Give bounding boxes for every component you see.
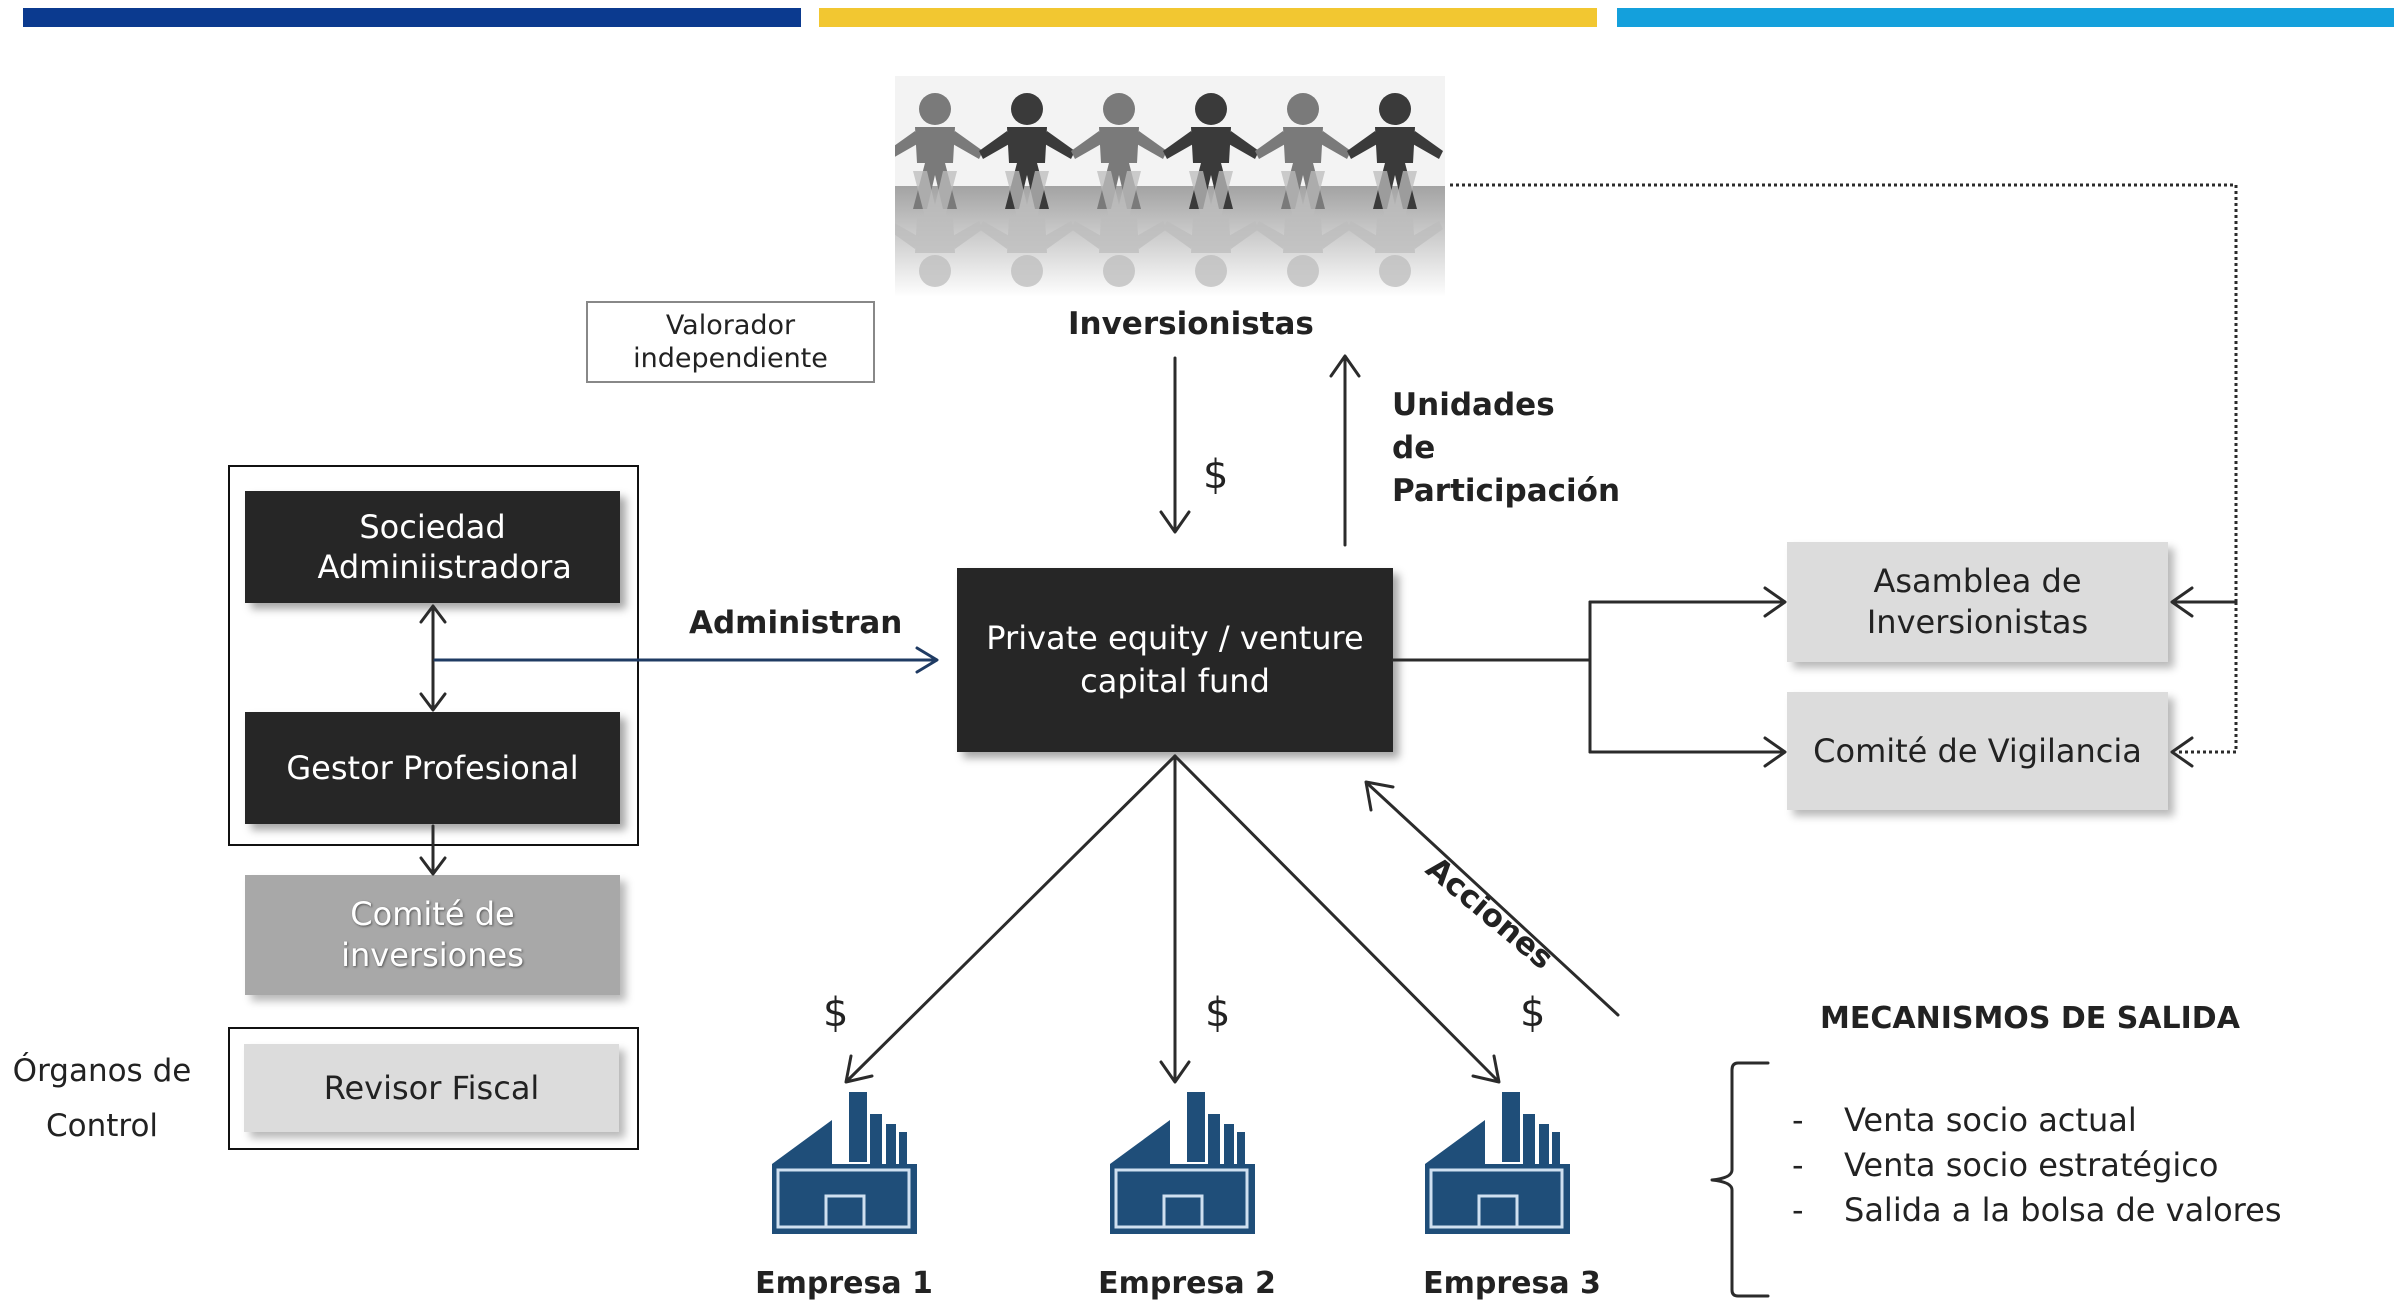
asamblea-box: Asamblea de Inversionistas: [1787, 542, 2168, 662]
revisor-fiscal-box: Revisor Fiscal: [244, 1044, 619, 1132]
factory-icon: [1110, 1088, 1255, 1234]
comite-vigilancia-box: Comité de Vigilancia: [1787, 692, 2168, 810]
comite-inversiones-label: Comité de inversiones: [341, 895, 524, 974]
control-frame: [228, 1027, 639, 1150]
exit-item-label: Venta socio estratégico: [1844, 1146, 2219, 1184]
valuator-box: Valorador independiente: [586, 301, 875, 383]
header-bar-blue: [23, 8, 801, 27]
exit-item-label: Salida a la bolsa de valores: [1844, 1191, 2282, 1229]
control-title: Órganos de Control: [12, 1053, 192, 1144]
header-bar-lightblue: [1617, 8, 2394, 27]
units-label: Unidades de Participación: [1392, 387, 1621, 509]
factory-icon: [772, 1088, 917, 1234]
revisor-label: Revisor Fiscal: [323, 1068, 540, 1107]
bullet-dash: -: [1792, 1101, 1804, 1139]
asamblea-label: Asamblea de Inversionistas: [1866, 562, 2089, 641]
sociedad-label: Sociedad Adminiistradora: [317, 508, 572, 586]
people-chain-icon: [887, 76, 1445, 296]
header-bar-yellow: [819, 8, 1597, 27]
sociedad-administradora-box: Sociedad Adminiistradora: [245, 491, 620, 603]
factory-icon: [1425, 1088, 1570, 1234]
comite-inversiones-box: Comité de inversiones: [245, 875, 620, 995]
fund-label: Private equity / venture capital fund: [986, 619, 1364, 700]
gestor-label: Gestor Profesional: [286, 749, 579, 787]
administran-label: Administran: [689, 605, 903, 641]
exit-item-label: Venta socio actual: [1844, 1101, 2137, 1139]
company-3-label: Empresa 3: [1423, 1266, 1601, 1301]
gestor-profesional-box: Gestor Profesional: [245, 712, 620, 824]
company-2-money: $: [1205, 990, 1231, 1036]
comite-vigilancia-label: Comité de Vigilancia: [1813, 731, 2142, 770]
bullet-dash: -: [1792, 1191, 1804, 1229]
fund-box: Private equity / venture capital fund: [957, 568, 1393, 752]
company-1-label: Empresa 1: [755, 1266, 933, 1301]
company-1-money: $: [823, 990, 849, 1036]
money-in-symbol: $: [1203, 452, 1229, 498]
list-item: - Venta socio estratégico: [1792, 1143, 2281, 1188]
list-item: - Venta socio actual: [1792, 1098, 2281, 1143]
investors-label: Inversionistas: [1068, 306, 1314, 342]
valuator-label: Valorador independiente: [633, 310, 828, 374]
list-item: - Salida a la bolsa de valores: [1792, 1188, 2281, 1233]
company-2-label: Empresa 2: [1098, 1266, 1276, 1301]
company-3-money: $: [1520, 990, 1546, 1036]
exit-list: - Venta socio actual - Venta socio estraté…: [1792, 1098, 2281, 1233]
exit-title: MECANISMOS DE SALIDA: [1820, 1001, 2240, 1036]
bullet-dash: -: [1792, 1146, 1804, 1184]
